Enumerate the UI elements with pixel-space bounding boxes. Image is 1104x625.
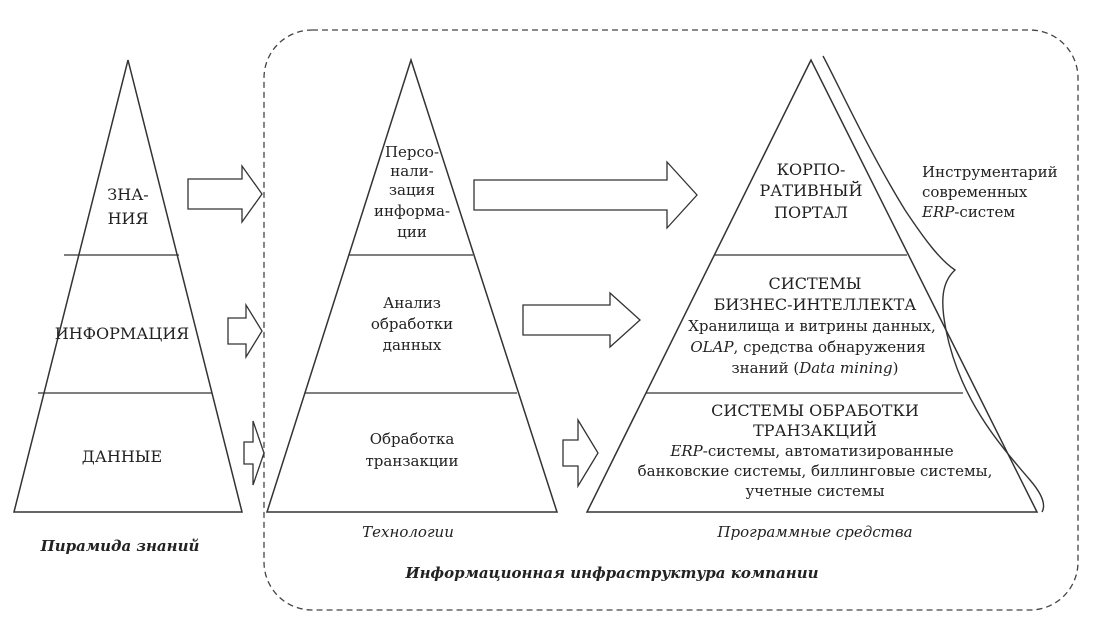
level-bi-line4: OLAP, средства обнаружения xyxy=(690,338,925,356)
olap-rest: , средства обнаружения xyxy=(734,338,926,356)
brace-note-line1: Инструментарий xyxy=(922,163,1058,181)
level-bi-line2: БИЗНЕС-ИНТЕЛЛЕКТА xyxy=(714,295,917,314)
level-tps-line4: банковские системы, биллинговые системы, xyxy=(638,462,993,480)
level-knowledge-line1: ЗНА- xyxy=(107,185,148,204)
level-bi-line5: знаний (Data mining) xyxy=(731,359,898,377)
infrastructure-frame xyxy=(263,29,1079,611)
technology-pyramid-caption: Технологии xyxy=(362,523,454,541)
arrow-right-icon xyxy=(562,417,599,489)
brace-erp-rest: -систем xyxy=(954,203,1015,221)
level-portal-line2: РАТИВНЫЙ xyxy=(760,180,863,200)
arrow-right-icon xyxy=(243,420,265,486)
level-analysis-line3: данных xyxy=(383,336,442,354)
level-personalization-line2: нали- xyxy=(390,162,434,180)
arrow-right-icon xyxy=(227,302,263,360)
olap-term: OLAP xyxy=(690,338,734,356)
software-pyramid-caption: Программные средства xyxy=(716,523,912,541)
infrastructure-caption: Информационная инфраструктура компании xyxy=(404,564,818,582)
arrow-right-icon xyxy=(187,163,263,225)
datamining-term: Data mining xyxy=(798,359,892,377)
level-bi-line3: Хранилища и витрины данных, xyxy=(688,317,936,335)
level-bi-line1: СИСТЕМЫ xyxy=(769,274,862,293)
erp-term: ERP xyxy=(669,442,703,460)
level-personalization-line3: зация xyxy=(389,181,435,199)
datamining-start: знаний ( xyxy=(731,359,799,377)
brace-note-line2: современных xyxy=(922,183,1028,201)
level-portal-line3: ПОРТАЛ xyxy=(774,203,848,222)
technology-pyramid: Персо- нали- зация информа- ции Анализ о… xyxy=(265,57,559,513)
brace-erp-term: ERP xyxy=(921,203,955,221)
level-knowledge-line2: НИЯ xyxy=(108,209,149,228)
curly-brace-icon xyxy=(822,55,1045,513)
software-pyramid: КОРПО- РАТИВНЫЙ ПОРТАЛ СИСТЕМЫ БИЗНЕС-ИН… xyxy=(585,58,1039,513)
level-personalization-line4: информа- xyxy=(374,202,450,220)
level-data: ДАННЫЕ xyxy=(82,447,162,466)
arrow-right-icon xyxy=(473,160,698,230)
arrow-right-icon xyxy=(522,291,641,349)
knowledge-pyramid-caption: Пирамида знаний xyxy=(40,537,200,555)
level-portal-line1: КОРПО- xyxy=(777,160,846,179)
level-transactions-line1: Обработка xyxy=(370,430,455,448)
datamining-end: ) xyxy=(893,359,899,377)
level-tps-line5: учетные системы xyxy=(745,482,884,500)
brace-note-line3: ERP-систем xyxy=(921,203,1015,221)
level-personalization-line5: ции xyxy=(397,223,427,241)
level-analysis-line1: Анализ xyxy=(383,294,441,312)
level-tps-line3: ERP-системы, автоматизированные xyxy=(669,442,953,460)
level-analysis-line2: обработки xyxy=(371,315,453,333)
knowledge-pyramid: ЗНА- НИЯ ИНФОРМАЦИЯ ДАННЫЕ xyxy=(13,59,243,513)
level-tps-line2: ТРАНЗАКЦИЙ xyxy=(753,420,877,440)
level-transactions-line2: транзакции xyxy=(366,452,459,470)
level-tps-line1: СИСТЕМЫ ОБРАБОТКИ xyxy=(711,401,919,420)
level-information: ИНФОРМАЦИЯ xyxy=(55,324,189,343)
erp-rest: -системы, автоматизированные xyxy=(703,442,954,460)
level-personalization-line1: Персо- xyxy=(385,143,439,161)
